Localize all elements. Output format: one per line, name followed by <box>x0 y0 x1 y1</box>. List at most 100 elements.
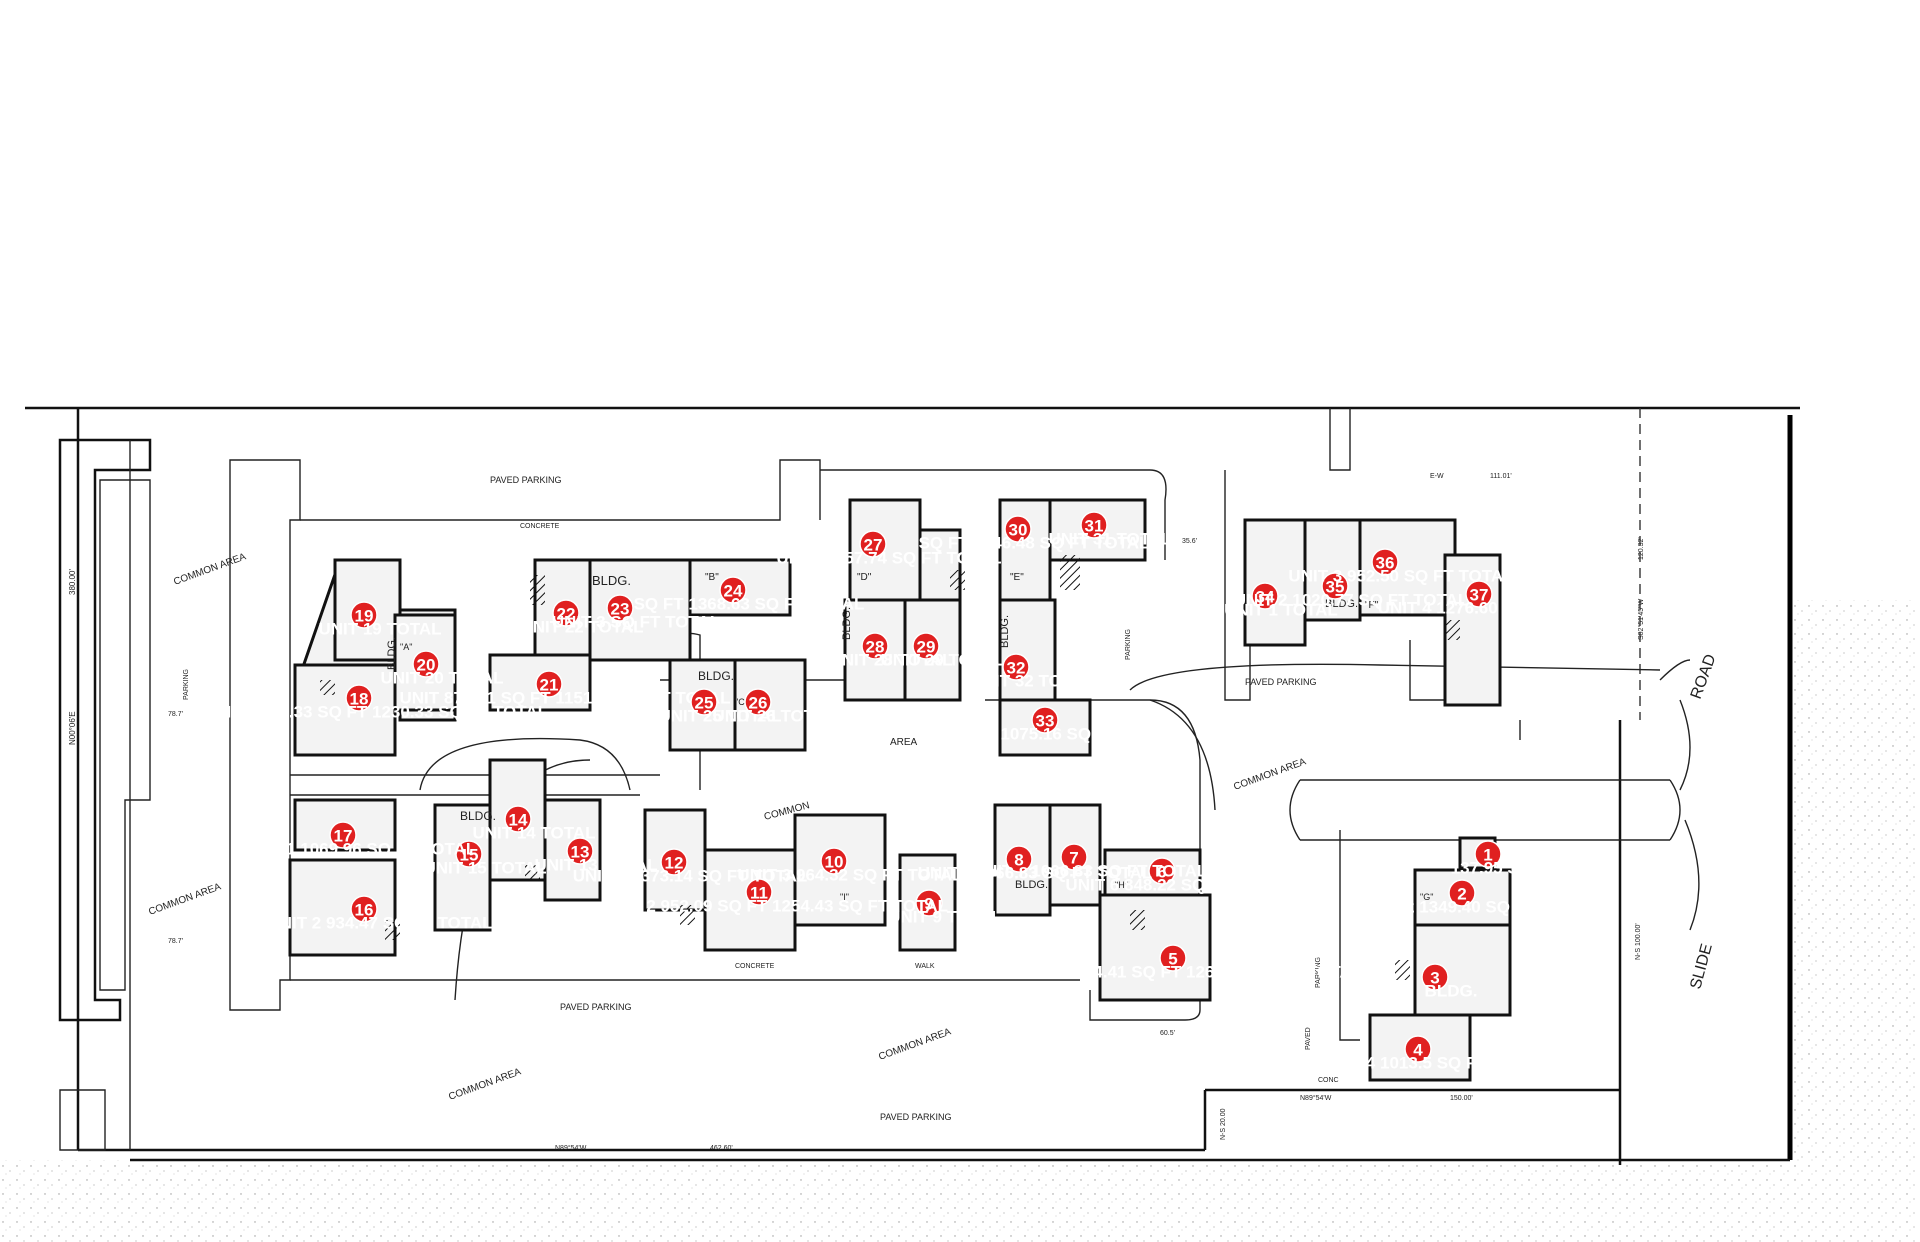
label-paved-parking-east: PAVED PARKING <box>1245 677 1317 687</box>
unit-marker-number: 4 <box>1413 1041 1423 1060</box>
label-bldg-b: "B" <box>705 572 719 583</box>
hatch-stair-4 <box>530 575 545 605</box>
unit-area-text: UNIT 3 SQ FT TOTAL <box>552 613 720 632</box>
unit-marker-circle <box>820 847 848 875</box>
unit-marker-number: 33 <box>1036 712 1055 731</box>
unit-marker-number: 13 <box>571 843 590 862</box>
unit-marker-number: 27 <box>864 536 883 555</box>
label-bldg-f: "F" <box>1365 600 1379 611</box>
label-conc-east: CONC <box>1318 1077 1339 1084</box>
unit-marker-circle <box>552 599 580 627</box>
unit-18-block <box>293 663 397 757</box>
dim-605: 60.5' <box>1160 1030 1175 1037</box>
unit-marker-circle <box>1321 572 1349 600</box>
label-bldg-e: "E" <box>1010 572 1024 583</box>
label-common-area-se: COMMON AREA <box>877 1026 953 1062</box>
hatch-stair-2 <box>385 920 400 940</box>
unit-marker-number: 3 <box>1430 969 1439 988</box>
label-bldg-g: "G" <box>1420 892 1433 902</box>
unit-marker-number: 5 <box>1168 950 1177 969</box>
unit-marker-circle <box>455 840 483 868</box>
unit-area-text: UNIT 32 TOTAL <box>970 672 1093 691</box>
unit-area-text: UNIT 14 TOTAL <box>472 824 595 843</box>
label-bldg-28: BLDG. <box>841 607 853 640</box>
unit-marker-circle <box>350 895 378 923</box>
unit-marker-circle <box>915 889 943 917</box>
hatch-stair-9 <box>680 905 695 925</box>
label-bldg-23: BLDG. <box>592 573 631 588</box>
west-parking-strips <box>58 438 152 1151</box>
unit-marker-number: 16 <box>355 901 374 920</box>
label-bldg-8: BLDG. <box>1015 879 1048 891</box>
dim-ns-100: N-S 100.00' <box>1635 923 1642 960</box>
unit-marker-number: 30 <box>1009 521 1028 540</box>
unit-marker-circle <box>1465 580 1493 608</box>
dim-356: 35.6' <box>1182 538 1197 545</box>
unit-marker-circle <box>1004 515 1032 543</box>
label-bldg-a: "A" <box>400 642 412 652</box>
unit-marker-circle <box>1474 840 1502 868</box>
label-paved-east: PAVED <box>1305 1027 1312 1050</box>
speckled-margin-right <box>1790 600 1920 1160</box>
label-common-area-e: COMMON AREA <box>1232 756 1308 792</box>
unit-marker-circle <box>329 821 357 849</box>
unit-marker-number: 25 <box>695 694 714 713</box>
dim-left-len: 380.00' <box>68 569 77 595</box>
unit-16-block <box>288 858 397 957</box>
unit-area-text: UNIT 4 1013.5 SQ FT TOTAL <box>1321 1054 1546 1073</box>
label-bldg-i: "I" <box>840 892 849 902</box>
unit-area-text: UNIT 3 952.50 SQ FT TOTAL <box>1288 567 1513 586</box>
unit-area-text: UNIT 3 964.32 SQ FT TOTAL <box>737 866 962 885</box>
dim-787b: 78.7' <box>168 938 183 945</box>
unit-5-block <box>1098 893 1212 1002</box>
unit-area-text: UNIT 4 1276.60 SQ FT TOTAL <box>1378 599 1613 618</box>
unit-marker-number: 31 <box>1085 517 1104 536</box>
label-bldg-32: BLDG. <box>999 615 1011 648</box>
unit-marker-number: 15 <box>460 846 479 865</box>
dim-top-ew-len: 111.01' <box>1490 473 1512 480</box>
unit-area-text: UNIT 15 TOTAL <box>423 859 546 878</box>
label-common-area-nw: COMMON AREA <box>172 551 248 587</box>
unit-marker-number: 32 <box>1007 659 1026 678</box>
unit-marker-number: 29 <box>917 638 936 657</box>
unit-marker-circle <box>1080 511 1108 539</box>
label-bldg-c: "C" <box>735 697 748 707</box>
unit-marker-number: 6 <box>1157 863 1166 882</box>
unit-area-text: UNIT 2 1020.77 SQ FT TOTAL <box>1234 591 1469 610</box>
unit-marker-circle <box>504 805 532 833</box>
